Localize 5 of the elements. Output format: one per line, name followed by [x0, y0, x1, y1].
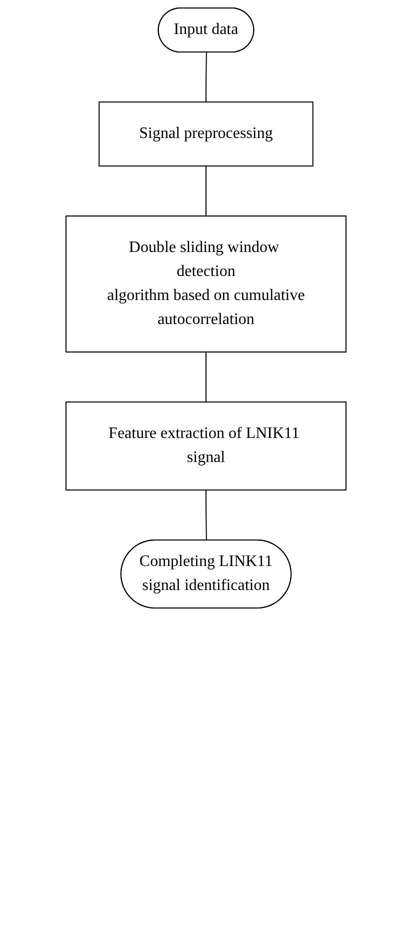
node-box: Double sliding window detection algorithm based on cumulative autocorrelation	[66, 216, 346, 352]
connector	[206, 490, 207, 541]
node-box: Feature extraction of LNIK11 signal	[66, 402, 346, 490]
connector	[206, 52, 207, 102]
node-box: Signal preprocessing	[98, 102, 314, 166]
